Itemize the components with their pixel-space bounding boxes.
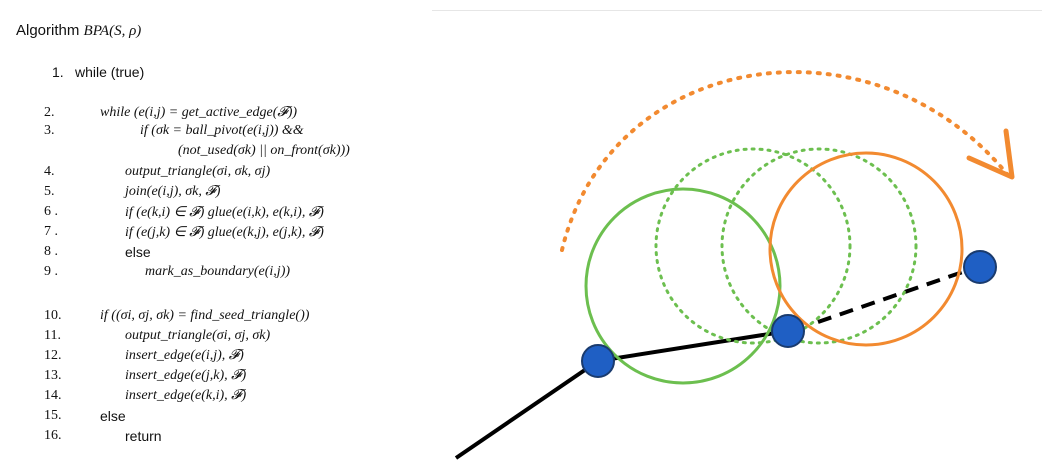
- line-number: 8 .: [44, 244, 58, 259]
- algorithm-title-math: BPA(S, ρ): [83, 23, 142, 39]
- ball-intermediate-circle: [720, 147, 918, 345]
- pivot-arrow-path: [560, 70, 1009, 252]
- line-code: while (e(i,j) = get_active_edge(𝓕)): [100, 105, 298, 120]
- line-number: 14.: [44, 388, 62, 403]
- line-number: 6 .: [44, 204, 58, 219]
- line-code: join(e(i,j), σk, 𝓕): [125, 184, 221, 199]
- ball-end-circle: [768, 151, 964, 347]
- line-number: 7 .: [44, 224, 58, 239]
- line-code: (not_used(σk) || on_front(σk))): [178, 143, 350, 158]
- line-code: mark_as_boundary(e(i,j)): [145, 264, 291, 279]
- mesh-edge-lower: [454, 359, 600, 460]
- line-code: if (e(k,i) ∈ 𝓕) glue(e(i,k), e(k,i), 𝓕): [125, 205, 324, 220]
- ball-intermediate-circle: [654, 147, 852, 345]
- line-number: 1.: [52, 64, 64, 80]
- line-code: if ((σi, σj, σk) = find_seed_triangle()): [100, 308, 310, 323]
- line-number: 2.: [44, 105, 55, 120]
- line-number: 10.: [44, 308, 62, 323]
- point-sigma-i: [581, 344, 615, 378]
- mesh-edge-active: [597, 329, 789, 363]
- line-code: output_triangle(σi, σk, σj): [125, 164, 271, 179]
- point-sigma-j: [771, 314, 805, 348]
- algorithm-title: Algorithm BPA(S, ρ): [16, 22, 141, 40]
- line-code: if (σk = ball_pivot(e(i,j)) &&: [140, 123, 304, 138]
- line-number: 13.: [44, 368, 62, 383]
- line-number: 15.: [44, 408, 62, 423]
- line-number: 3.: [44, 123, 55, 138]
- diagram-svg: [454, 70, 1015, 460]
- line-code: output_triangle(σi, σj, σk): [125, 328, 271, 343]
- line-code: if (e(j,k) ∈ 𝓕) glue(e(k,j), e(j,k), 𝓕): [125, 225, 324, 240]
- line-number: 12.: [44, 348, 62, 363]
- point-sigma-k: [963, 250, 997, 284]
- line-code: while (true): [75, 64, 145, 80]
- line-code: else: [100, 408, 126, 424]
- pivot-arrowhead: [966, 128, 1015, 180]
- line-number: 16.: [44, 428, 62, 443]
- algorithm-title-prefix: Algorithm: [16, 22, 84, 39]
- ball-start-circle: [584, 187, 782, 385]
- line-number: 9 .: [44, 264, 58, 279]
- line-number: 11.: [44, 328, 61, 343]
- line-code: insert_edge(e(k,i), 𝓕): [125, 388, 247, 403]
- line-code: insert_edge(e(i,j), 𝓕): [125, 348, 244, 363]
- line-code: insert_edge(e(j,k), 𝓕): [125, 368, 247, 383]
- line-number: 5.: [44, 184, 55, 199]
- ball-pivoting-diagram: [432, 10, 1054, 460]
- line-number: 4.: [44, 164, 55, 179]
- algorithm-panel: Algorithm BPA(S, ρ) 1. while (true) 2. w…: [0, 0, 420, 470]
- line-code: return: [125, 428, 162, 444]
- candidate-edge-dashed: [817, 264, 981, 324]
- line-code: else: [125, 244, 151, 260]
- divider-line: [432, 10, 1042, 11]
